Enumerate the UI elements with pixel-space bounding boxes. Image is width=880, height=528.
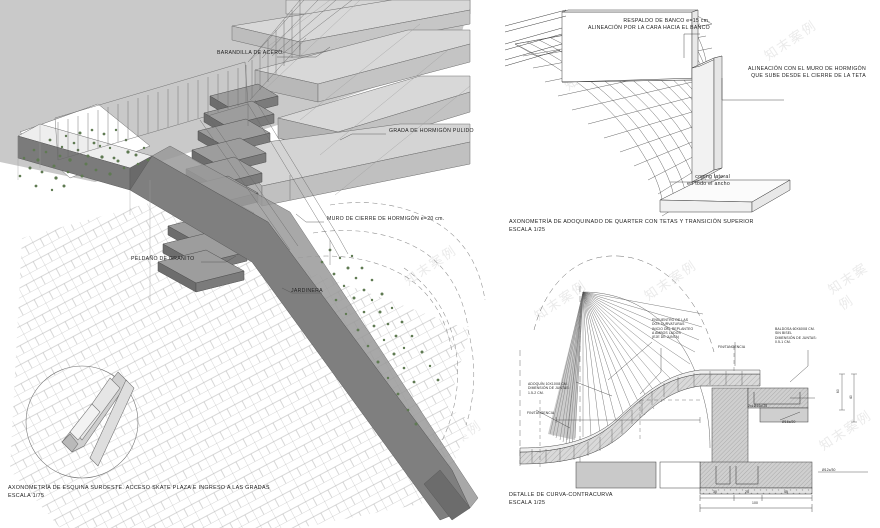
encuentro-line-2: DOS CURVATURAS <box>652 322 685 327</box>
label-respaldo-line2: ALINEACIÓN POR LA CARA HACIA EL BANCO <box>587 24 710 31</box>
barandilla-de-acero <box>54 0 353 265</box>
label-respaldo-de-banco: RESPALDO DE BANCO e=15 cm. ALINEACIÓN PO… <box>548 18 710 31</box>
label-adoquin: ADOQUÍN 10X10X8 CM. DIMENSIÓN DE JUNTAS:… <box>528 382 570 395</box>
rebar-callout-mid: Ø16c/20 <box>782 420 796 424</box>
panel-title-line1: AXONOMETRÍA DE ESQUINA SUROESTE. ACCESO … <box>8 485 270 491</box>
detail-callout-circle <box>25 365 139 479</box>
label-encuentro-curvaturas: ENCUENTRO DE LAS DOS CURVATURAS INICIO D… <box>652 318 693 340</box>
baldosa-line-1: BALDOSA 60X60X8 CM. <box>775 327 815 331</box>
setting-out-arcs-solid <box>582 291 711 449</box>
adoquin-line-3: 1.5-2 CM. <box>528 390 544 395</box>
vegetation-scatter <box>18 128 440 426</box>
dimension-vertical-1: 60 <box>835 389 840 394</box>
baldosa-line-3: DIMENSIÓN DE JUNTAS: <box>775 335 817 340</box>
grada-hormigon-pulido <box>221 0 471 207</box>
dimension-chain-value-3: 45 <box>784 490 788 494</box>
label-alineacion-line2: QUE SUBE DESDE EL CIERRE DE LA TETA <box>751 72 866 79</box>
label-coping-line2: en todo el ancho <box>687 180 730 187</box>
label-jardinera: JARDINERA <box>291 288 323 294</box>
site-boundary-dashed <box>297 202 486 446</box>
label-fin-tangencia-1: FIN/TANGENCIA <box>527 411 555 415</box>
label-coping-line1: coping lateral <box>695 174 730 180</box>
respaldo-de-banco <box>561 9 699 83</box>
label-grada-hormigon-pulido: GRADA DE HORMIGÓN PULIDO <box>389 128 474 134</box>
label-fin-tangencia-2: FIN/TANGENCIA <box>718 345 746 349</box>
encuentro-line-5: (EJE DE JUNTA) <box>652 335 680 340</box>
paving-field <box>10 196 470 528</box>
encuentro-line-1: ENCUENTRO DE LAS <box>652 318 689 322</box>
label-baldosa: BALDOSA 60X60X8 CM. SIN BISEL DIMENSIÓN … <box>775 327 817 344</box>
apex-wedge <box>549 291 584 449</box>
adoquin-line-1: ADOQUÍN 10X10X8 CM. <box>528 382 568 386</box>
label-alineacion-muro: ALINEACIÓN CON EL MURO DE HORMIGÓN QUE S… <box>660 66 866 79</box>
tangent-lines <box>539 346 735 470</box>
panel-title-axon-suroeste: AXONOMETRÍA DE ESQUINA SUROESTE. ACCESO … <box>8 484 270 501</box>
encuentro-line-4: A AMBOS LADOS <box>652 331 681 336</box>
encuentro-line-3: INICIO DEL REPLANTEO <box>652 326 694 331</box>
label-coping-lateral: coping lateral en todo el ancho <box>652 174 730 187</box>
dimension-vertical-2: 40 <box>848 395 853 400</box>
panel-title-line1: DETALLE DE CURVA-CONTRACURVA <box>509 492 613 498</box>
curva-contracurva-surface <box>519 369 761 465</box>
label-respaldo-line1: RESPALDO DE BANCO e=15 cm. <box>623 18 710 24</box>
apex-shade <box>548 292 583 440</box>
label-peldano-de-granito: PELDAÑO DE GRANITO <box>131 256 195 262</box>
dimension-chain-value-1: 30 <box>713 490 717 494</box>
deck-top-plane <box>504 9 567 67</box>
dimension-total-value: 100 <box>752 501 758 505</box>
dimension-chain <box>699 495 813 512</box>
rebar-callout-top: 2xLØ16c/25 <box>748 404 768 408</box>
muro-hormigon-teta <box>691 55 723 183</box>
panel-title-line1: AXONOMETRÍA DE ADOQUINADO DE QUARTER CON… <box>509 219 754 225</box>
label-muro-cierre-hormigon: MURO DE CIERRE DE HORMIGÓN e=20 cm. <box>327 216 445 222</box>
baldosa-line-4: 0.5-1 CM. <box>775 340 791 345</box>
dimension-marks <box>555 373 857 423</box>
baldosa-line-2: SIN BISEL <box>775 331 793 336</box>
adoquin-line-2: DIMENSIÓN DE JUNTAS: <box>528 386 570 391</box>
panel-scale-line: ESCALA 1/25 <box>509 500 546 507</box>
projection-lines <box>17 0 471 300</box>
panel-scale-line: ESCALA 1/25 <box>509 227 546 234</box>
label-barandilla-de-acero: BARANDILLA DE ACERO <box>217 50 283 56</box>
leader-lines-panel3 <box>535 341 868 473</box>
panel-title-axon-quarter: AXONOMETRÍA DE ADOQUINADO DE QUARTER CON… <box>509 218 754 235</box>
base-slab <box>659 179 791 213</box>
leader-lines-panel2 <box>670 33 784 183</box>
radial-fan <box>566 291 704 441</box>
leader-lines-panel1 <box>201 46 386 294</box>
rebar-callout-bottom: Ø12c/30 <box>822 468 836 472</box>
panel-title-detalle-curva: DETALLE DE CURVA-CONTRACURVA ESCALA 1/25 <box>509 491 613 508</box>
dimension-chain-value-2: 25 <box>745 490 749 494</box>
estructura-hormigon <box>575 387 813 495</box>
label-alineacion-line1: ALINEACIÓN CON EL MURO DE HORMIGÓN <box>748 66 866 72</box>
panel-scale-line: ESCALA 1/75 <box>8 493 45 500</box>
muro-cierre-jardinera <box>17 123 479 521</box>
